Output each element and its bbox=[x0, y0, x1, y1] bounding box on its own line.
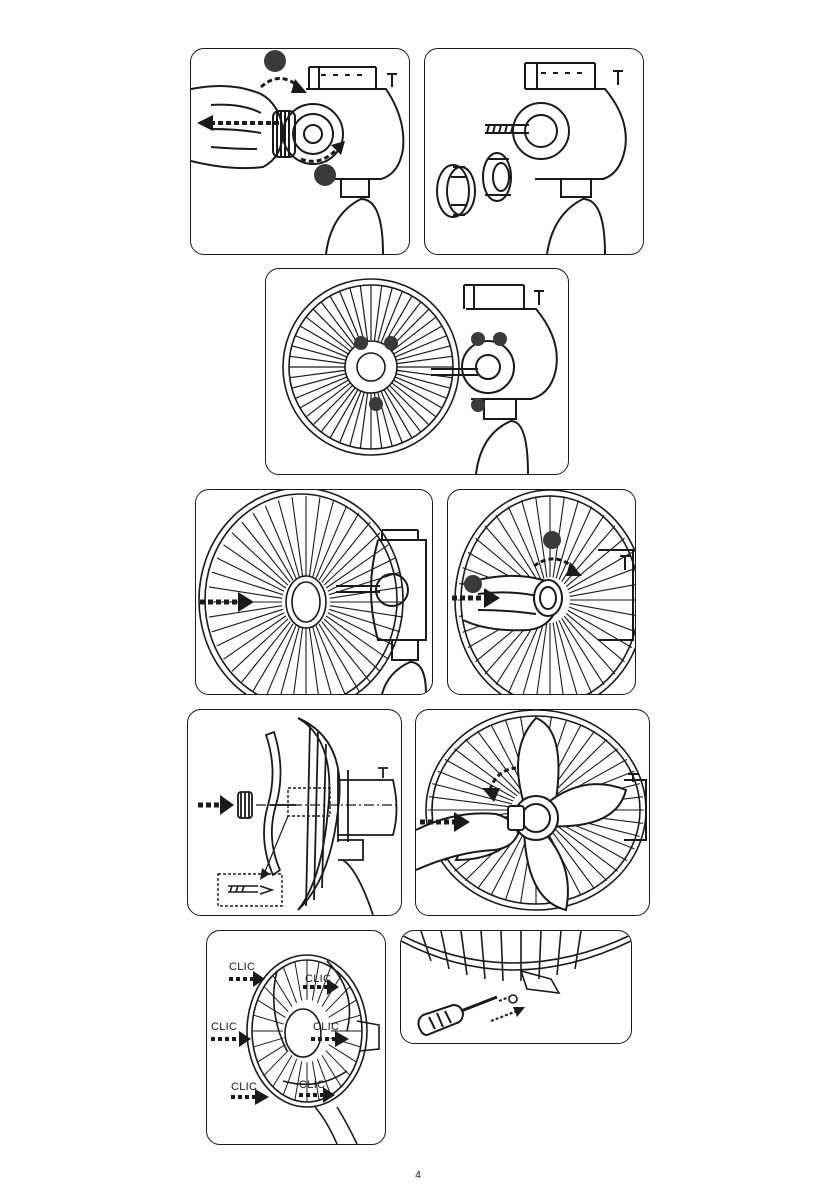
clic-label: CLIC bbox=[313, 1021, 339, 1033]
step-panel-lock-ring bbox=[447, 489, 636, 695]
clic-label: CLIC bbox=[229, 961, 255, 973]
step-panel-remove-nut bbox=[190, 48, 410, 255]
illustration-parts-removed bbox=[425, 49, 643, 254]
clic-label: CLIC bbox=[231, 1081, 257, 1093]
illustration-lock-ring bbox=[448, 490, 635, 694]
dashed-arrow-icon bbox=[200, 592, 254, 612]
clic-label: CLIC bbox=[299, 1079, 325, 1091]
screwdriver-icon bbox=[418, 997, 497, 1035]
dashed-arrow-icon bbox=[198, 795, 234, 815]
step-panel-blade-side-view bbox=[187, 709, 402, 916]
step-panel-rear-grille bbox=[265, 268, 569, 475]
page-number: 4 bbox=[0, 1170, 836, 1181]
step-panel-screw-grille bbox=[400, 930, 632, 1044]
step-panel-clip-grille: CLIC CLIC CLIC CLIC CLIC CLIC bbox=[206, 930, 386, 1145]
illustration-rear-grille bbox=[266, 269, 568, 474]
step-panel-tighten-spinner bbox=[415, 709, 650, 916]
step-marker-icon bbox=[264, 50, 286, 72]
illustration-remove-nut bbox=[191, 49, 409, 254]
illustration-blade-side-view bbox=[188, 710, 401, 915]
clic-label: CLIC bbox=[211, 1021, 237, 1033]
illustration-push-grille bbox=[196, 490, 432, 694]
step-marker-icon bbox=[354, 336, 368, 350]
step-panel-push-grille bbox=[195, 489, 433, 695]
step-marker-icon bbox=[314, 164, 336, 186]
step-marker-icon bbox=[543, 531, 561, 549]
clic-label: CLIC bbox=[305, 973, 331, 985]
dashed-arrow-icon bbox=[491, 1007, 525, 1021]
illustration-tighten-spinner bbox=[416, 710, 649, 915]
illustration-screw-grille bbox=[401, 931, 631, 1043]
dashed-arrow-icon bbox=[197, 115, 279, 131]
step-panel-parts-removed bbox=[424, 48, 644, 255]
